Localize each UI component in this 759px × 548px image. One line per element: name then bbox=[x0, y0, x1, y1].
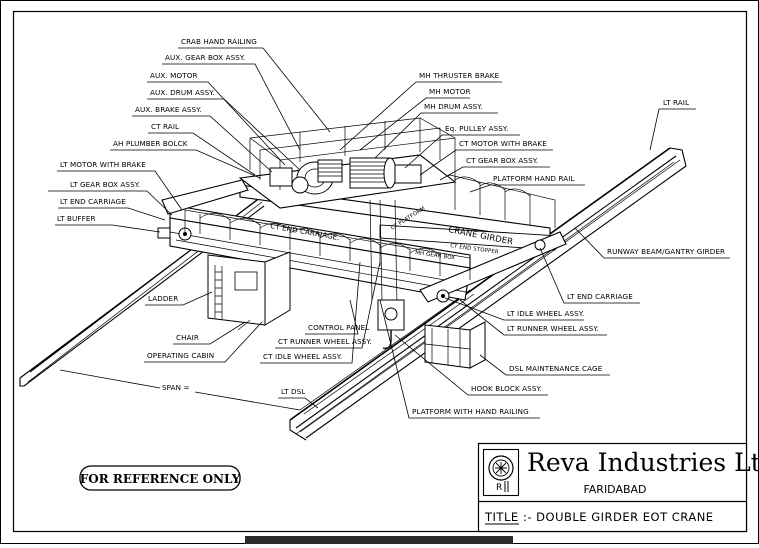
label-aux-motor: AUX. MOTOR bbox=[150, 71, 198, 80]
label-ct-gear-box: CT GEAR BOX ASSY. bbox=[466, 156, 538, 165]
title-prefix: TITLE bbox=[484, 510, 519, 524]
label-ladder: LADDER bbox=[148, 294, 178, 303]
label-runway-beam: RUNWAY BEAM/GANTRY GIRDER bbox=[607, 247, 725, 256]
label-ct-rail: CT RAIL bbox=[151, 122, 179, 131]
label-lt-rail: LT RAIL bbox=[663, 98, 689, 107]
title-block: R Reva Industries Ltd. FARIDABAD TITLE :… bbox=[479, 444, 759, 532]
label-hook-block: HOOK BLOCK ASSY. bbox=[471, 384, 542, 393]
label-lt-end-carriage-right: LT END CARRIAGE bbox=[567, 292, 633, 301]
label-dsl-cage: DSL MAINTENANCE CAGE bbox=[509, 364, 603, 373]
label-eq-pulley: Eq. PULLEY ASSY. bbox=[445, 124, 508, 133]
label-ct-motor-brake: CT MOTOR WITH BRAKE bbox=[459, 139, 547, 148]
label-aux-gear-box: AUX. GEAR BOX ASSY. bbox=[165, 53, 245, 62]
label-aux-drum: AUX. DRUM ASSY. bbox=[150, 88, 215, 97]
label-lt-buffer: LT BUFFER bbox=[57, 214, 96, 223]
label-span: SPAN = bbox=[162, 383, 190, 392]
company-city: FARIDABAD bbox=[583, 483, 646, 496]
lt-buffer bbox=[158, 228, 170, 238]
drawing-title: :- DOUBLE GIRDER EOT CRANE bbox=[523, 510, 714, 524]
label-control-panel: CONTROL PANEL bbox=[308, 323, 369, 332]
label-lt-gear-box: LT GEAR BOX ASSY. bbox=[70, 180, 140, 189]
label-platform-hand-rail: PLATFORM HAND RAIL bbox=[493, 174, 575, 183]
operating-cabin bbox=[208, 252, 290, 330]
company-name: Reva Industries Ltd. bbox=[527, 448, 759, 477]
label-operating-cabin: OPERATING CABIN bbox=[147, 351, 214, 360]
label-lt-runner-wheel: LT RUNNER WHEEL ASSY. bbox=[507, 324, 599, 333]
label-lt-dsl: LT DSL bbox=[281, 387, 305, 396]
label-chair: CHAIR bbox=[176, 333, 199, 342]
dsl-cage bbox=[425, 322, 485, 368]
reference-note: FOR REFERENCE ONLY bbox=[80, 466, 241, 490]
label-mh-motor: MH MOTOR bbox=[429, 87, 471, 96]
label-lt-idle-wheel: LT IDLE WHEEL ASSY. bbox=[507, 309, 584, 318]
crab-trolley bbox=[240, 118, 455, 208]
label-crab-hand-railing: CRAB HAND RAILING bbox=[181, 37, 257, 46]
reference-note-text: FOR REFERENCE ONLY bbox=[80, 472, 241, 486]
label-lt-end-carriage-left: LT END CARRIAGE bbox=[60, 197, 126, 206]
label-ah-plumber-block: AH PLUMBER BOLCK bbox=[113, 139, 188, 148]
label-platform-hand-railing: PLATFORM WITH HAND RAILING bbox=[412, 407, 529, 416]
label-mh-thruster-brake: MH THRUSTER BRAKE bbox=[419, 71, 500, 80]
label-ct-idle-wheel: CT IDLE WHEEL ASSY. bbox=[263, 352, 342, 361]
label-lt-motor-brake: LT MOTOR WITH BRAKE bbox=[60, 160, 146, 169]
label-ct-runner-wheel: CT RUNNER WHEEL ASSY. bbox=[278, 337, 372, 346]
label-mh-drum: MH DRUM ASSY. bbox=[424, 102, 483, 111]
bottom-strip bbox=[245, 536, 513, 544]
svg-text:R: R bbox=[496, 483, 502, 493]
label-aux-brake: AUX. BRAKE ASSY. bbox=[135, 105, 202, 114]
